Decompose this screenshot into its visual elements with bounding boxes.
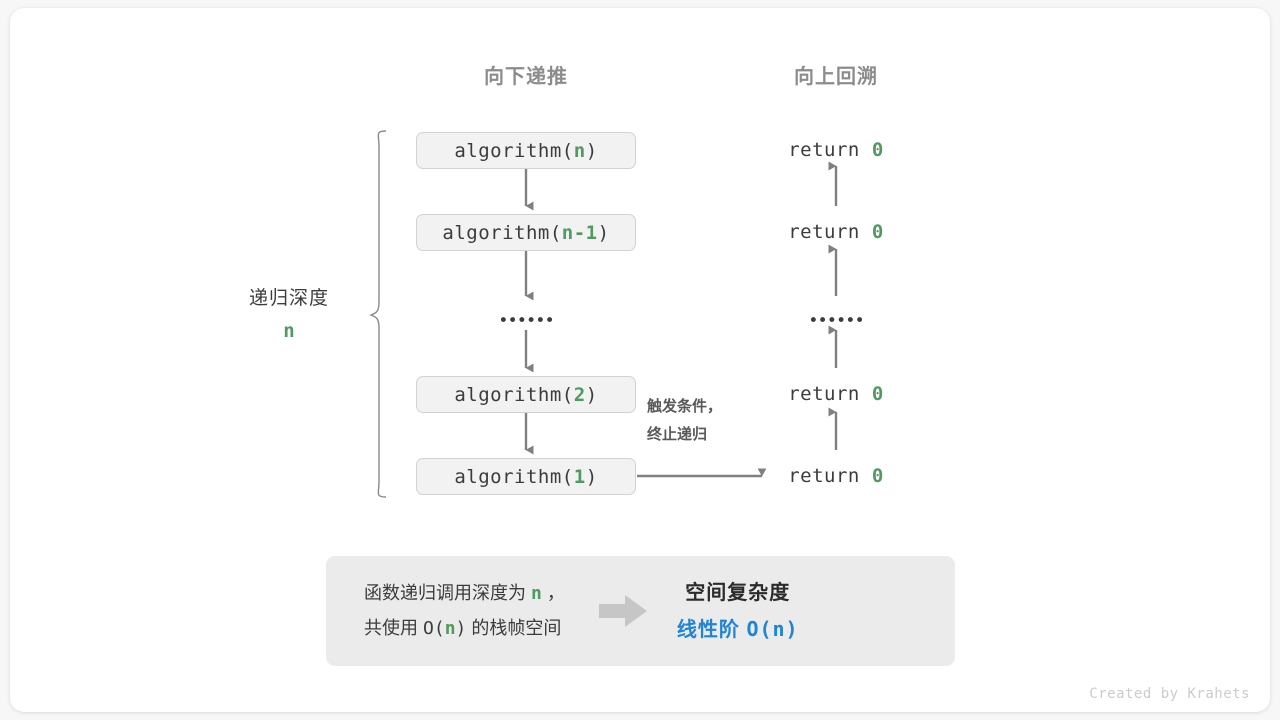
summary-complexity-mono: O(n) xyxy=(746,616,799,641)
call-box-arg: n xyxy=(573,139,586,162)
call-box-suffix: ) xyxy=(597,221,610,244)
call-box-arg: 1 xyxy=(573,465,586,488)
return-keyword: return xyxy=(788,139,872,161)
summary-line2-n: n xyxy=(444,618,456,639)
return-keyword: return xyxy=(788,383,872,405)
call-box-2[interactable]: algorithm(2) xyxy=(416,376,636,413)
return-label-3: return 0 xyxy=(788,383,884,405)
summary-line1-text-b: ， xyxy=(541,583,565,603)
return-value: 0 xyxy=(871,383,884,405)
terminate-note: 触发条件， 终止递归 xyxy=(647,393,722,449)
summary-panel: 函数递归调用深度为 n ， 共使用 O(n) 的栈帧空间 空间复杂度 线性阶 O… xyxy=(326,556,955,666)
return-keyword: return xyxy=(788,465,872,487)
terminate-note-line2: 终止递归 xyxy=(647,426,708,443)
call-box-prefix: algorithm( xyxy=(454,465,574,488)
return-keyword: return xyxy=(788,221,872,243)
call-box-1[interactable]: algorithm(1) xyxy=(416,458,636,495)
return-label-2: return 0 xyxy=(788,221,884,243)
return-value: 0 xyxy=(871,465,884,487)
return-label-4: return 0 xyxy=(788,465,884,487)
summary-complexity-cn: 线性阶 xyxy=(676,618,747,641)
column-heading-descend: 向下递推 xyxy=(484,66,568,88)
call-box-suffix: ) xyxy=(585,383,598,406)
ellipsis-left: •••••• xyxy=(498,311,554,331)
recursion-depth-label: 递归深度 n xyxy=(249,283,329,342)
call-box-prefix: algorithm( xyxy=(454,139,574,162)
return-value: 0 xyxy=(871,221,884,243)
terminate-note-line1: 触发条件， xyxy=(647,398,723,415)
recursion-depth-text: 递归深度 xyxy=(248,288,330,309)
call-box-prefix: algorithm( xyxy=(454,383,574,406)
column-heading-ascend: 向上回溯 xyxy=(794,66,878,88)
return-label-1: return 0 xyxy=(788,139,884,161)
call-box-prefix: algorithm( xyxy=(442,221,562,244)
summary-line2-text-b: 的栈帧空间 xyxy=(466,618,562,638)
summary-line2-text-a: 共使用 xyxy=(364,618,424,638)
summary-conclusion: 空间复杂度 线性阶 O(n) xyxy=(677,575,799,648)
call-box-n-minus-1[interactable]: algorithm(n-1) xyxy=(416,214,636,251)
summary-line2-close: ) xyxy=(455,618,467,639)
summary-description: 函数递归调用深度为 n ， 共使用 O(n) 的栈帧空间 xyxy=(364,576,565,646)
summary-conclusion-value: 线性阶 O(n) xyxy=(677,611,799,648)
call-box-arg: 2 xyxy=(573,383,586,406)
implies-arrow-icon xyxy=(598,595,647,627)
recursion-depth-value: n xyxy=(283,320,295,342)
return-value: 0 xyxy=(871,139,884,161)
summary-line1-text-a: 函数递归调用深度为 xyxy=(364,583,532,603)
call-box-suffix: ) xyxy=(585,139,598,162)
summary-line-2: 共使用 O(n) 的栈帧空间 xyxy=(364,611,565,646)
call-box-n[interactable]: algorithm(n) xyxy=(416,132,636,169)
summary-line-1: 函数递归调用深度为 n ， xyxy=(364,576,565,611)
summary-conclusion-title: 空间复杂度 xyxy=(685,581,791,604)
call-box-arg: n-1 xyxy=(561,221,598,244)
call-box-suffix: ) xyxy=(585,465,598,488)
ellipsis-right: •••••• xyxy=(808,311,864,331)
summary-line2-o: O( xyxy=(423,618,445,639)
credit-text: Created by Krahets xyxy=(1089,686,1250,702)
summary-line1-n: n xyxy=(531,583,542,604)
